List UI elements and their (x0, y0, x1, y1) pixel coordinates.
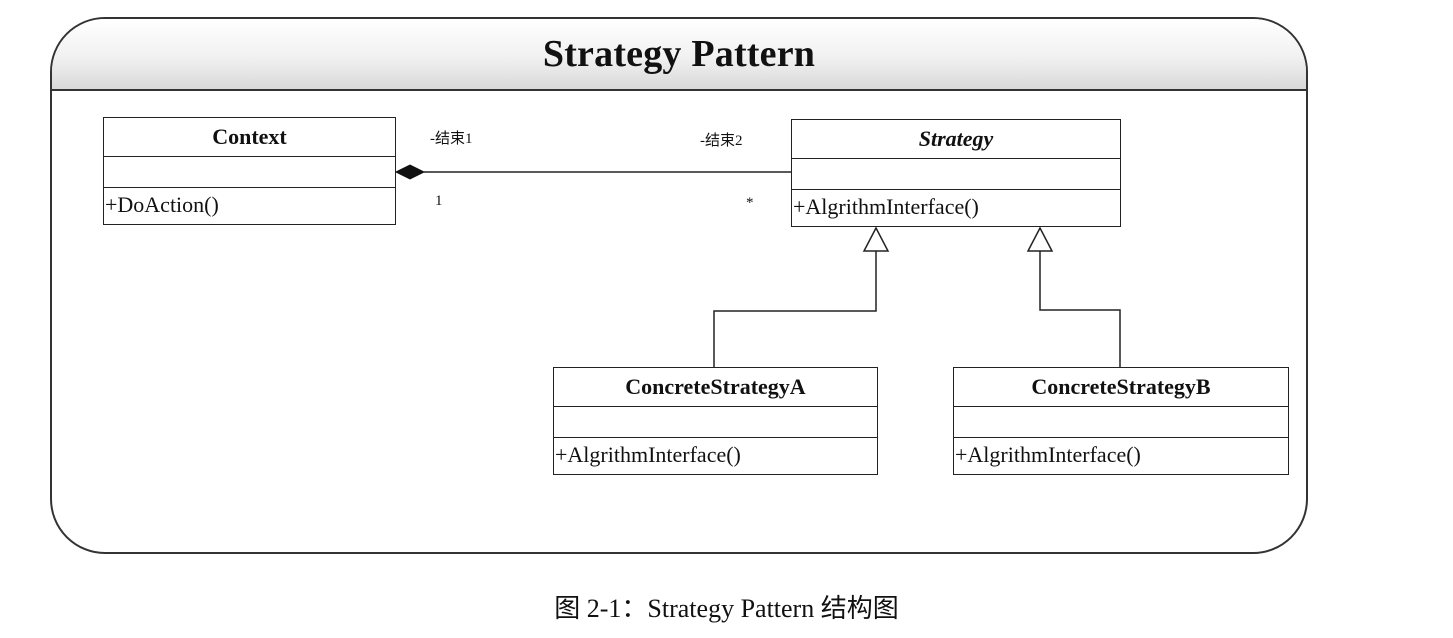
class-concrete-strategy-b-operation: +AlgrithmInterface() (955, 442, 1141, 467)
class-concrete-strategy-b-attributes (954, 407, 1288, 438)
association-end2-multiplicity: * (746, 195, 754, 211)
composition-diamond (394, 164, 426, 180)
class-concrete-strategy-b: ConcreteStrategyB +AlgrithmInterface() (953, 367, 1289, 475)
association-end1-multiplicity: 1 (435, 193, 443, 209)
class-concrete-strategy-b-name: ConcreteStrategyB (954, 368, 1288, 407)
generalization-line-a (713, 251, 877, 367)
class-context-attributes (104, 157, 395, 188)
class-strategy-name: Strategy (792, 120, 1120, 159)
class-context-name: Context (104, 118, 395, 157)
class-strategy: Strategy +AlgrithmInterface() (791, 119, 1121, 227)
generalization-arrow-a (862, 226, 890, 252)
class-concrete-strategy-a: ConcreteStrategyA +AlgrithmInterface() (553, 367, 878, 475)
association-end2-role: -结束2 (700, 133, 743, 149)
class-concrete-strategy-a-attributes (554, 407, 877, 438)
class-concrete-strategy-a-name: ConcreteStrategyA (554, 368, 877, 407)
diagram-header: Strategy Pattern (52, 19, 1306, 91)
association-end1-role: -结束1 (430, 131, 473, 147)
generalization-line-b (1039, 251, 1121, 367)
class-context: Context +DoAction() (103, 117, 396, 225)
class-strategy-operation: +AlgrithmInterface() (793, 194, 979, 219)
class-context-operation: +DoAction() (105, 192, 219, 217)
class-strategy-attributes (792, 159, 1120, 190)
generalization-arrow-b (1026, 226, 1054, 252)
figure-caption: 图 2-1：Strategy Pattern 结构图 (554, 594, 899, 623)
class-concrete-strategy-a-operation: +AlgrithmInterface() (555, 442, 741, 467)
diagram-title: Strategy Pattern (542, 33, 816, 75)
